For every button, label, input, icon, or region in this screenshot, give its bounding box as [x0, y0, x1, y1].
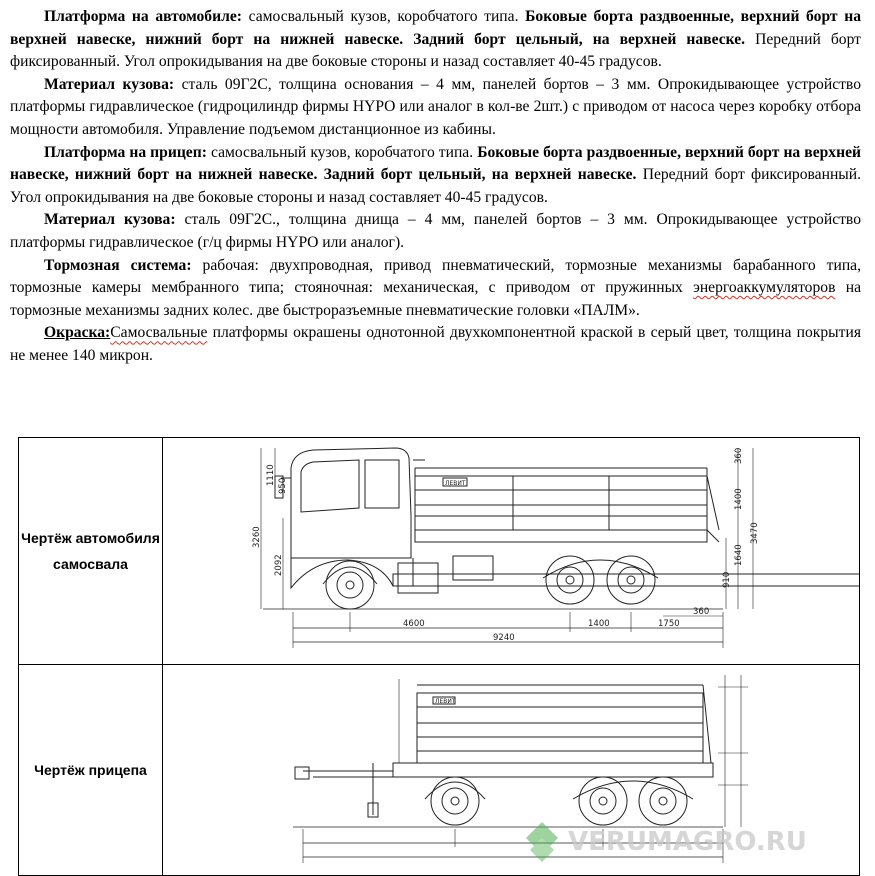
text: платформы окрашены однотонной двухкомпон…	[10, 324, 861, 364]
rear-wheel-1	[545, 555, 595, 605]
spellcheck-word: энергоаккумуляторов	[693, 279, 836, 297]
drawings-table: Чертёж автомобиля самосвала	[18, 437, 860, 876]
dim-360-bottom: 360	[693, 607, 709, 617]
dim-3470: 3470	[750, 522, 760, 544]
watermark-text: VERUMAGRO.RU	[568, 827, 807, 857]
dim-950: 950	[278, 478, 288, 494]
heading-truck-platform: Платформа на автомобиле:	[44, 8, 242, 25]
paragraph-body-material: Материал кузова: сталь 09Г2С, толщина ос…	[10, 74, 861, 142]
truck-drawing-cell: 4600 1400 1750 9240 360 1110 950 3260 20…	[162, 437, 860, 665]
paragraph-brake-system: Тормозная система: рабочая: двухпроводна…	[10, 255, 861, 323]
paragraph-paint: Окраска:Самосвальные платформы окрашены …	[10, 322, 861, 367]
bold-text: Боковые борта раздвоенные, верхний борт …	[10, 8, 861, 48]
document-text: Платформа на автомобиле: самосвальный ку…	[10, 6, 861, 368]
trailer-wheel-2	[578, 776, 628, 826]
rear-wheel-2	[606, 555, 656, 605]
trailer-drawing: ЛЕВИТ	[293, 675, 748, 863]
dim-3260: 3260	[252, 526, 262, 548]
dim-360-top: 360	[734, 448, 744, 464]
text: сталь 09Г2С, толщина основания – 4 мм, п…	[10, 75, 861, 138]
dim-9240: 9240	[493, 633, 515, 643]
heading-paint: Окраска:	[44, 324, 111, 342]
heading-brake-system: Тормозная система:	[44, 256, 192, 274]
text: самосвальный кузов, коробчатого типа.	[206, 143, 478, 161]
spellcheck-word: Самосвальные	[110, 324, 208, 342]
dim-1640: 1640	[734, 544, 744, 566]
dim-910: 910	[722, 572, 732, 588]
trailer-wheel-1	[430, 776, 480, 826]
text: Передний борт фиксированный. Угол опроки…	[10, 166, 862, 206]
truck-drawing-label: Чертёж автомобиля самосвала	[18, 437, 163, 665]
text: самосвальный кузов, коробчатого типа.	[241, 8, 526, 25]
dim-2092: 2092	[274, 554, 284, 576]
text: на тормозные механизмы задних колес. две…	[10, 279, 862, 319]
watermark-logo-icon	[526, 822, 558, 862]
watermark: VERUMAGRO.RU	[526, 822, 807, 862]
paragraph-truck-platform: Платформа на автомобиле: самосвальный ку…	[10, 6, 861, 74]
trailer-drawing-cell: ЛЕВИТ	[162, 664, 860, 876]
paragraph-trailer-material: Материал кузова: сталь 09Г2С., толщина д…	[10, 209, 861, 254]
paragraph-trailer-platform: Платформа на прицеп: самосвальный кузов,…	[10, 142, 861, 210]
dim-4600: 4600	[403, 619, 425, 629]
body-logo: ЛЕВИТ	[445, 480, 466, 487]
heading-body-material: Материал кузова:	[44, 75, 175, 93]
table-row: Чертёж автомобиля самосвала	[18, 437, 860, 665]
dim-1400-vertical: 1400	[734, 488, 744, 510]
heading-trailer-material: Материал кузова:	[44, 211, 176, 229]
bold-text: Боковые борта раздвоенные, верхний борт …	[10, 143, 861, 184]
text: сталь 09Г2С., толщина днища – 4 мм, пане…	[10, 211, 861, 251]
heading-trailer-platform: Платформа на прицеп:	[44, 143, 207, 161]
dim-1750: 1750	[658, 619, 680, 629]
text: рабочая: двухпроводная, привод пневматич…	[10, 256, 861, 297]
table-row: Чертёж прицепа	[18, 664, 860, 876]
front-wheel	[325, 560, 375, 610]
truck-drawing: 4600 1400 1750 9240 360 1110 950 3260 20…	[252, 447, 859, 648]
text: Передний борт фиксированный. Угол опроки…	[10, 30, 861, 71]
trailer-body-logo: ЛЕВИТ	[435, 698, 456, 705]
dim-1110: 1110	[266, 464, 276, 486]
trailer-wheel-3	[638, 776, 688, 826]
dim-1400: 1400	[588, 619, 610, 629]
trailer-drawing-label: Чертёж прицепа	[18, 664, 163, 876]
